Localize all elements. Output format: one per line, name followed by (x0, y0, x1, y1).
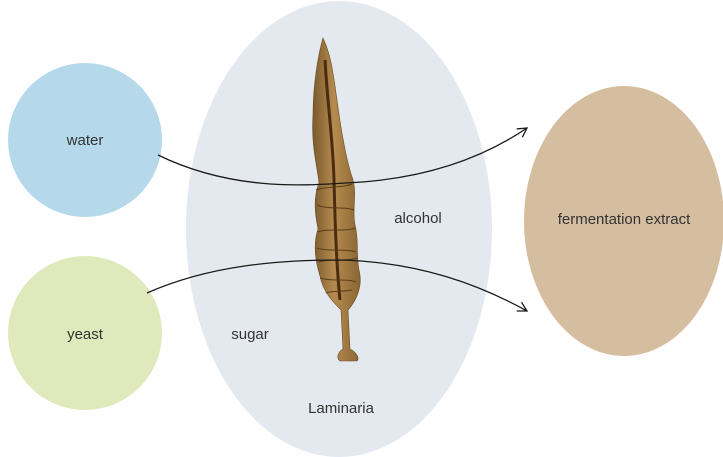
water-label: water (66, 132, 104, 149)
fermentation-extract-label: fermentation extract (558, 211, 691, 228)
yeast-label: yeast (67, 326, 104, 343)
laminaria-label: Laminaria (308, 400, 375, 417)
alcohol-label: alcohol (394, 210, 442, 227)
sugar-label: sugar (231, 326, 269, 343)
